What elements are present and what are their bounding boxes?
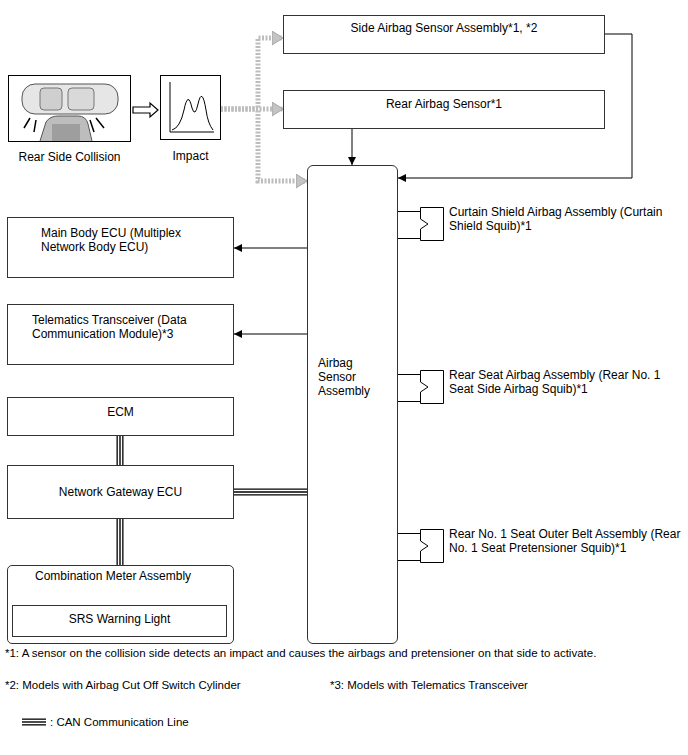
squib-node: Rear No. 1 Seat Outer Belt Assembly (Rea… — [420, 527, 684, 567]
warning-light-box: SRS Warning Light — [12, 605, 227, 637]
footnote: *1: A sensor on the collision side detec… — [5, 646, 685, 660]
collision-illustration — [9, 76, 131, 142]
footnote: *2: Models with Airbag Cut Off Switch Cy… — [5, 678, 325, 692]
squib-node: Rear Seat Airbag Assembly (Rear No. 1 Se… — [420, 368, 684, 408]
picture-caption: Rear Side Collision — [0, 150, 151, 164]
node-label: Curtain Shield Airbag Assembly (Curtain … — [449, 205, 684, 233]
connector — [119, 436, 120, 465]
connector — [221, 107, 283, 112]
connector — [117, 436, 124, 465]
connector — [398, 212, 420, 239]
collision-picture: Rear Side Collision — [8, 75, 131, 165]
connector — [234, 248, 307, 249]
impact-picture: Impact — [160, 75, 221, 163]
node-label: SRS Warning Light — [21, 612, 218, 626]
connector — [234, 490, 307, 494]
connector — [118, 519, 122, 565]
connector — [119, 519, 120, 565]
meter-box: Combination Meter AssemblySRS Warning Li… — [7, 565, 234, 644]
ecu-box: ECM — [7, 397, 234, 436]
node-label: Rear Seat Airbag Assembly (Rear No. 1 Se… — [449, 368, 684, 396]
node-label: Telematics Transceiver (Data Communicati… — [32, 313, 222, 341]
connector — [118, 436, 122, 465]
connector — [398, 534, 420, 561]
ecu-box: Telematics Transceiver (Data Communicati… — [7, 304, 234, 365]
airbag-ecu-box: Airbag Sensor Assembly — [307, 165, 398, 644]
node-label: ECM — [16, 405, 225, 419]
can-line-sample — [22, 722, 46, 723]
node-label: Rear No. 1 Seat Outer Belt Assembly (Rea… — [449, 527, 684, 555]
ecu-box: Network Gateway ECU — [7, 465, 234, 519]
connector — [398, 375, 420, 402]
sensor-box: Rear Airbag Sensor*1 — [283, 90, 605, 129]
picture-caption: Impact — [140, 149, 241, 163]
squib-node: Curtain Shield Airbag Assembly (Curtain … — [420, 205, 684, 245]
connector — [234, 491, 307, 492]
node-label: Side Airbag Sensor Assembly*1, *2 — [292, 21, 596, 35]
connector — [133, 103, 158, 117]
impact-graph — [161, 76, 221, 140]
connector — [117, 519, 124, 565]
connector — [234, 334, 307, 335]
node-label: Airbag Sensor Assembly — [318, 356, 378, 398]
legend-text: : CAN Communication Line — [50, 715, 189, 729]
connector — [234, 489, 307, 496]
node-label: Rear Airbag Sensor*1 — [292, 97, 596, 111]
node-label: Combination Meter Assembly — [35, 569, 225, 583]
node-label: Network Gateway ECU — [16, 485, 225, 499]
sensor-box: Side Airbag Sensor Assembly*1, *2 — [283, 15, 605, 54]
footnote: *3: Models with Telematics Transceiver — [330, 678, 680, 692]
connector — [221, 38, 283, 109]
node-label: Main Body ECU (Multiplex Network Body EC… — [41, 226, 201, 254]
squib-symbols — [421, 208, 444, 563]
connector — [352, 129, 353, 165]
ecu-box: Main Body ECU (Multiplex Network Body EC… — [7, 217, 234, 278]
